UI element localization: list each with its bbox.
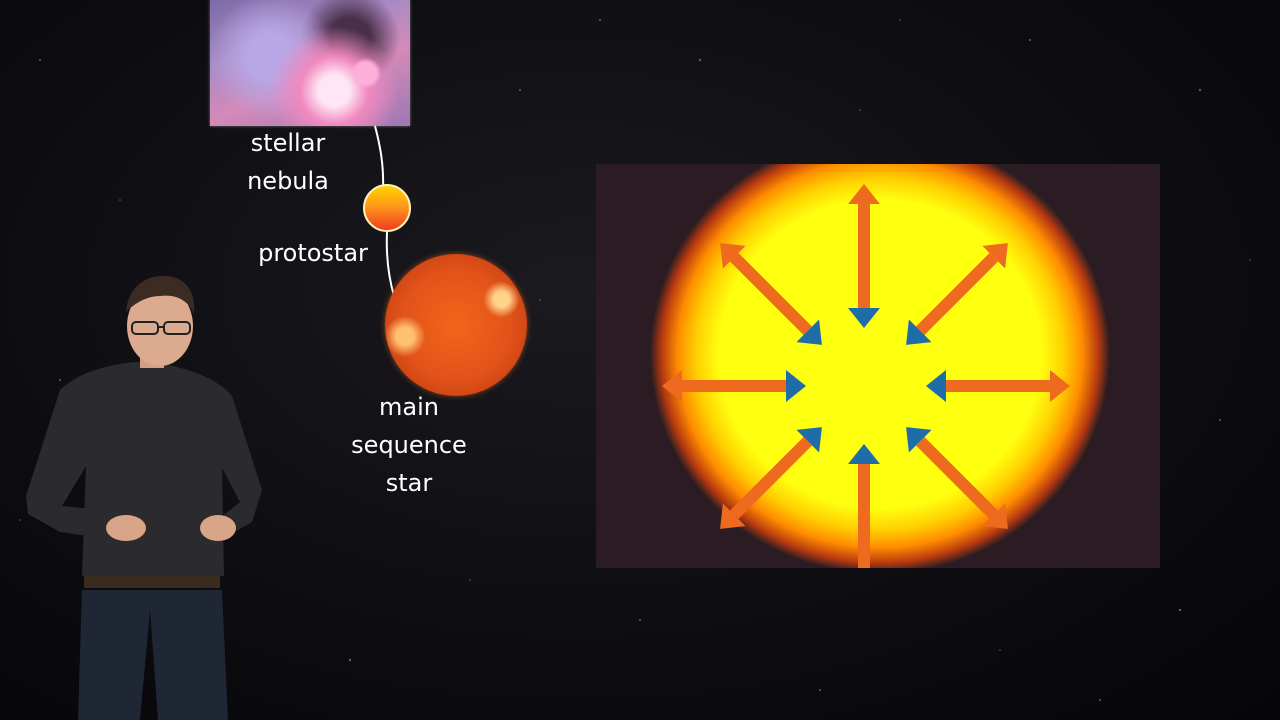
star-glow (650, 164, 1110, 568)
star-pressure-diagram (596, 164, 1160, 568)
arrow-bottom (848, 444, 880, 568)
protostar-icon (363, 184, 411, 232)
main-sequence-star-label: main sequence star (339, 388, 479, 502)
arrow-bottom-right (894, 415, 1020, 541)
main-sequence-label-line1: main (379, 393, 439, 421)
main-sequence-star-icon (385, 254, 527, 396)
arrow-top-right (894, 231, 1020, 357)
stellar-nebula-label: stellar nebula (228, 124, 348, 200)
main-sequence-label-line3: star (385, 469, 433, 497)
arrow-right (926, 370, 1070, 402)
arrow-top (848, 184, 880, 328)
protostar-label: protostar (258, 239, 368, 267)
main-sequence-label-line2: sequence (351, 431, 467, 459)
stellar-nebula-label-line2: nebula (247, 167, 329, 195)
presenter-photo (26, 275, 262, 720)
arrow-left (662, 370, 806, 402)
arrow-bottom-left (708, 415, 834, 541)
stellar-nebula-image (210, 0, 410, 126)
stellar-nebula-label-line1: stellar (250, 129, 326, 157)
arrow-top-left (708, 231, 834, 357)
pressure-arrows (662, 184, 1070, 568)
